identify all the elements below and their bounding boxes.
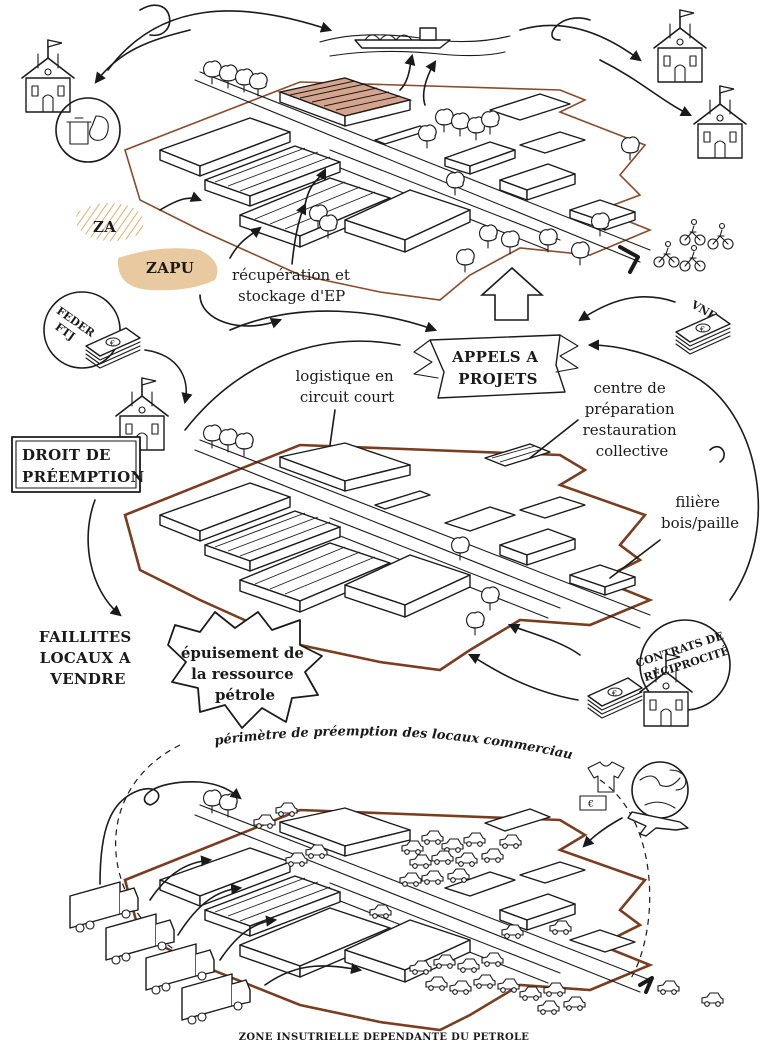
town-hall-mid-right xyxy=(693,85,747,159)
zapu-label: ZAPU xyxy=(146,259,194,277)
buildings-middle xyxy=(159,442,636,618)
footer-caption: ZONE INSUTRIELLE DEPENDANTE DU PETROLE xyxy=(239,1032,530,1043)
svg-text:DROIT DE PRÉEMPTION: DROIT DE PRÉEMPTION xyxy=(22,446,144,486)
vnf-funding: VNF xyxy=(675,298,731,355)
svg-text:épuisement de la ressour: épuisement de la ressource pétrole xyxy=(181,644,309,704)
zapu-zone: ZAPU xyxy=(117,248,218,291)
future-zone-panel xyxy=(124,27,734,301)
epuisement-burst: épuisement de la ressource pétrole xyxy=(167,611,323,729)
svg-text:APPELS A PROJETS: APPELS A PROJETS xyxy=(451,348,544,388)
trash-bin-icon xyxy=(69,121,89,145)
up-arrow xyxy=(479,266,545,321)
droit-de-preemption: DROIT DE PRÉEMPTION xyxy=(11,377,169,493)
town-hall-top-left xyxy=(21,39,75,113)
arrows-top xyxy=(94,4,693,333)
zone-fence xyxy=(124,81,653,301)
za-label: ZA xyxy=(93,218,116,236)
recuperation-label: récupération et stockage d'EP xyxy=(232,266,355,305)
feder-ftj-funding: FEDER FTJ xyxy=(43,291,141,369)
town-hall-top-right xyxy=(653,9,707,83)
canal-boat xyxy=(319,27,511,57)
waste-icons xyxy=(55,97,121,163)
faillites-label: FAILLITES LOCAUX A VENDRE xyxy=(39,628,137,688)
filiere-label: filière bois/paille xyxy=(661,493,739,532)
arrows-middle xyxy=(87,339,760,701)
bicycle-icon xyxy=(679,218,706,246)
town-hall-icon xyxy=(21,39,75,113)
global-trade-icons: € xyxy=(579,761,689,848)
contrats-reciprocite: CONTRATS DE RÉCIPROCITÉ xyxy=(587,619,731,727)
tshirt-icon xyxy=(587,761,625,793)
svg-text:€: € xyxy=(587,800,594,810)
za-zone: ZA xyxy=(75,203,144,242)
logistique-label: logistique en circuit court xyxy=(296,367,399,406)
transition-zone-panel xyxy=(123,424,654,672)
plane-icon xyxy=(627,811,689,837)
arrows-bottom xyxy=(99,781,363,986)
buildings-top xyxy=(159,77,636,253)
appels-a-projets-banner: APPELS A PROJETS xyxy=(413,334,579,399)
centre-preparation-label: centre de préparation restauration colle… xyxy=(583,379,682,460)
perimeter-dashed-line xyxy=(115,744,651,981)
